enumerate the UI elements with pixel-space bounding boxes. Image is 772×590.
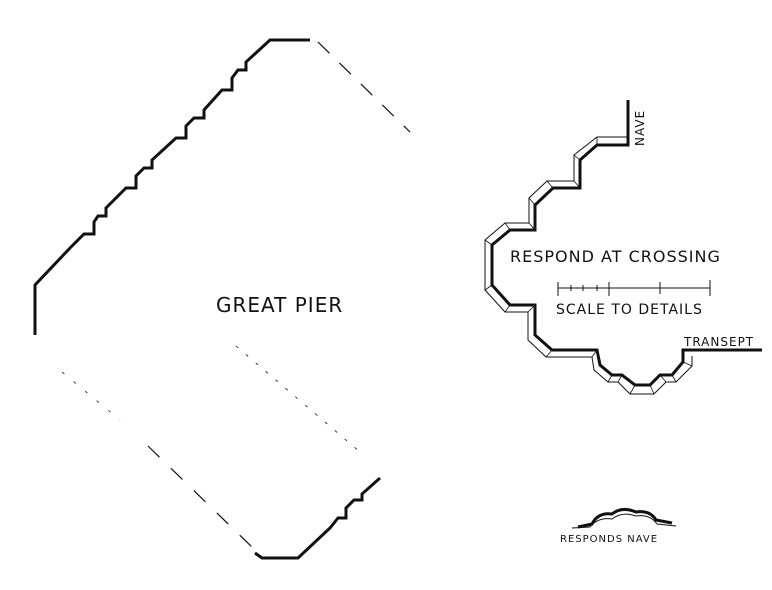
great-pier-inner-dashed-line bbox=[235, 345, 361, 453]
scale-bar bbox=[557, 280, 711, 296]
great-pier-label: GREAT PIER bbox=[216, 293, 343, 317]
responds-nave-label: RESPONDS NAVE bbox=[560, 534, 658, 545]
great-pier-upper-left-edge bbox=[33, 38, 310, 335]
respond-inner-thick-line bbox=[490, 100, 762, 387]
respond-outer-line bbox=[484, 136, 693, 395]
great-pier-lower-left-dashed-edge bbox=[147, 445, 256, 551]
great-pier-faint-left-edge bbox=[61, 371, 121, 421]
scale-to-details-label: SCALE TO DETAILS bbox=[556, 302, 703, 318]
great-pier-outline bbox=[33, 38, 411, 560]
great-pier-lower-right-edge bbox=[254, 476, 381, 560]
respond-at-crossing-label: RESPOND AT CROSSING bbox=[510, 247, 721, 266]
responds-nave-profile bbox=[571, 507, 677, 529]
great-pier-upper-right-dashed-edge bbox=[317, 41, 411, 133]
transept-label: TRANSEPT bbox=[683, 335, 754, 349]
respond-plan bbox=[484, 100, 762, 395]
nave-label: NAVE bbox=[633, 110, 647, 146]
respond-bevel-lines bbox=[484, 137, 693, 395]
